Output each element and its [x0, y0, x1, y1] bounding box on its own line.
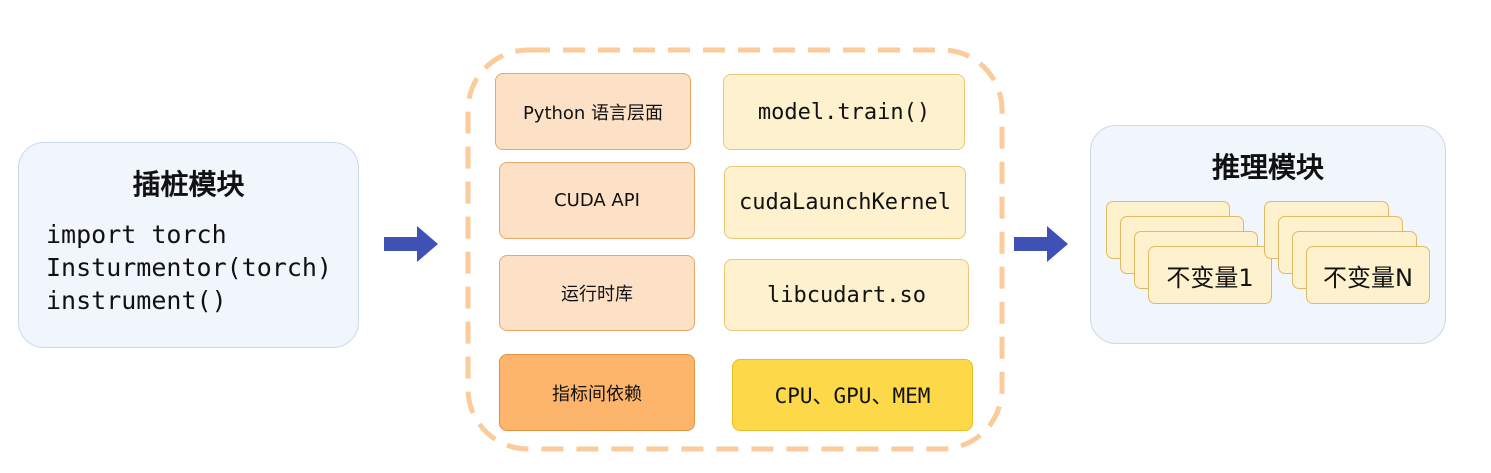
layer-metric-dependency-label: 指标间依赖 — [499, 354, 695, 431]
code-line: instrument() — [46, 286, 227, 315]
example-cpu-gpu-mem: CPU、GPU、MEM — [732, 359, 973, 431]
layer-cuda-api-label: CUDA API — [499, 162, 695, 239]
layer-runtime-library-label: 运行时库 — [499, 255, 695, 331]
example-cuda-launch-kernel: cudaLaunchKernel — [724, 166, 966, 239]
instrumentation-module: 插桩模块 import torch Insturmentor(torch) in… — [18, 142, 359, 348]
instrumentation-module-title: 插桩模块 — [132, 168, 245, 201]
layers-dashed-container — [465, 47, 1005, 452]
flow-arrow-right-icon — [384, 226, 438, 262]
example-model-train: model.train() — [723, 74, 965, 150]
instrumentation-code-block: import torch Insturmentor(torch) instrum… — [46, 218, 332, 317]
example-libcudart: libcudart.so — [724, 259, 969, 331]
reasoning-module-title: 推理模块 — [1211, 151, 1324, 184]
invariant-card-n: 不变量N — [1306, 246, 1430, 304]
invariant-card-1: 不变量1 — [1148, 246, 1272, 304]
code-line: Insturmentor(torch) — [46, 253, 332, 282]
code-line: import torch — [46, 220, 227, 249]
layer-python-label: Python 语言层面 — [495, 73, 691, 150]
flow-arrow-right-icon — [1014, 226, 1068, 262]
